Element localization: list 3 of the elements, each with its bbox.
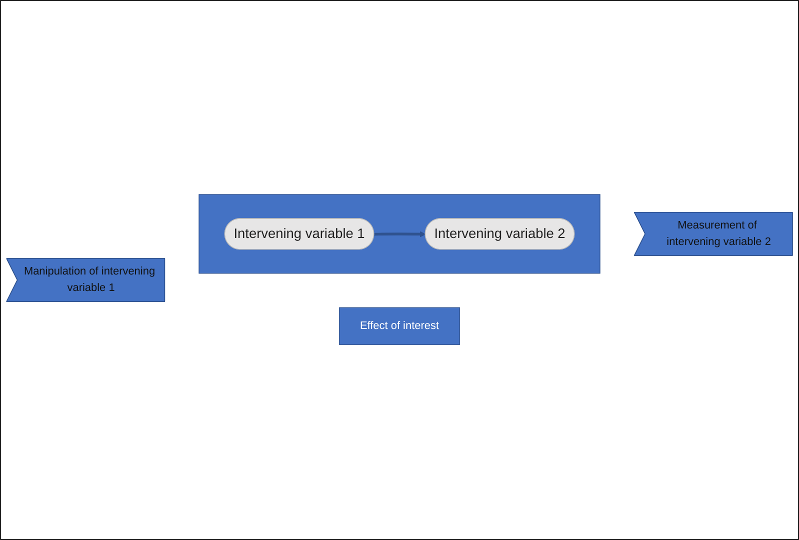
cluster — [198, 194, 600, 274]
node-box: Effect of interest — [339, 308, 460, 346]
arrow — [374, 232, 426, 238]
